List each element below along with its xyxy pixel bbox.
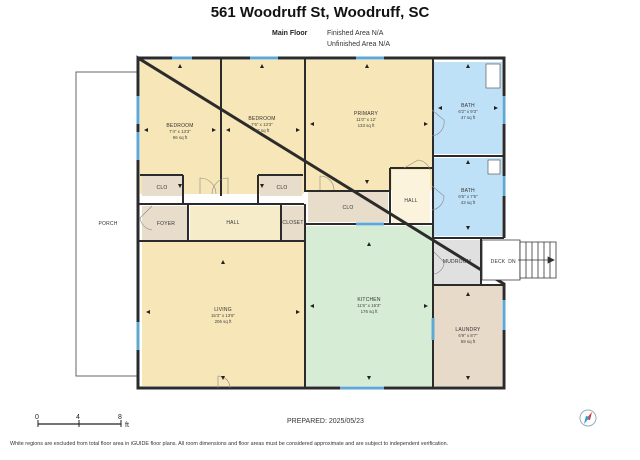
bedroom-2-dims: 7'6" x 13'3"	[251, 122, 273, 127]
closet-bedroom-1	[142, 176, 182, 196]
living-dims: 15'3" x 13'6"	[211, 313, 236, 318]
mudroom	[434, 240, 480, 284]
wall-markers	[144, 64, 498, 380]
scale-tick-4: 4	[76, 414, 80, 421]
page-title: 561 Woodruff St, Woodruff, SC	[210, 4, 430, 21]
closet-bedroom-2	[260, 176, 302, 196]
bath-1-dims: 6'2" x 9'3"	[458, 109, 478, 114]
mudroom-label: MUDROOM	[443, 259, 471, 265]
foyer	[142, 206, 188, 240]
compass-icon	[579, 409, 597, 427]
bath-2-area: 43 sq ft	[461, 200, 476, 205]
bath-1-label: BATH	[461, 103, 475, 109]
hall-1	[190, 206, 280, 240]
primary-area: 133 sq ft	[358, 123, 376, 128]
porch-label: PORCH	[98, 221, 117, 227]
door-swings	[139, 109, 445, 389]
closet-primary-label: CLO	[343, 205, 354, 211]
deck-label: DECK	[491, 259, 506, 265]
kitchen-area: 176 sq ft	[361, 309, 379, 314]
living-room	[142, 242, 304, 386]
finished-area: Finished Area N/A	[327, 30, 384, 37]
living-label: LIVING	[214, 307, 232, 313]
scale-bar: 0 4 8 ft	[35, 414, 129, 429]
hall-1-label: HALL	[226, 220, 239, 226]
kitchen	[306, 226, 432, 386]
bedroom-1-area: 96 sq ft	[173, 135, 188, 140]
closet-bedroom-2-label: CLO	[277, 185, 288, 191]
hall-2	[392, 170, 430, 224]
interior-walls	[138, 58, 504, 388]
primary-label: PRIMARY	[354, 111, 379, 117]
kitchen-label: KITCHEN	[357, 297, 381, 303]
foyer-label: FOYER	[157, 221, 175, 227]
scale-unit: ft	[125, 422, 129, 429]
closet-primary	[308, 192, 388, 222]
windows	[136, 56, 506, 390]
laundry-dims: 6'9" x 8'7"	[458, 333, 478, 338]
laundry-label: LAUNDRY	[455, 327, 481, 333]
scale-tick-8: 8	[118, 414, 122, 421]
bedroom-2-area: 97 sq ft	[255, 128, 270, 133]
stairs-down-label: DN	[508, 259, 516, 265]
closet-hall-label: CLOSET	[282, 220, 303, 226]
bedroom-1-dims: 7'4" x 13'3"	[169, 129, 191, 134]
bath-2-dims: 6'5" x 7'6"	[458, 194, 478, 199]
unfinished-area: Unfinished Area N/A	[327, 41, 391, 48]
floor-label: Main Floor	[272, 30, 308, 37]
living-area: 206 sq ft	[215, 319, 233, 324]
disclaimer: White regions are excluded from total fl…	[10, 441, 449, 447]
bath-fixtures	[485, 63, 501, 175]
closet-bedroom-1-label: CLO	[157, 185, 168, 191]
bath-1-area: 47 sq ft	[461, 115, 476, 120]
laundry-area: 59 sq ft	[461, 339, 476, 344]
closet-hall	[282, 206, 304, 240]
bedroom-2-label: BEDROOM	[248, 116, 275, 122]
scale-tick-0: 0	[35, 414, 39, 421]
laundry	[434, 286, 502, 386]
deck-stairs	[481, 239, 557, 281]
bath-2-label: BATH	[461, 188, 475, 194]
kitchen-dims: 11'6" x 15'3"	[357, 303, 381, 308]
prepared-date: PREPARED: 2025/05/23	[287, 418, 364, 425]
primary-dims: 11'0" x 12'	[356, 117, 376, 122]
bedroom-1-label: BEDROOM	[166, 123, 193, 129]
bedroom-2	[222, 60, 304, 194]
porch: PORCH	[75, 71, 139, 377]
hall-2-label: HALL	[404, 198, 417, 204]
